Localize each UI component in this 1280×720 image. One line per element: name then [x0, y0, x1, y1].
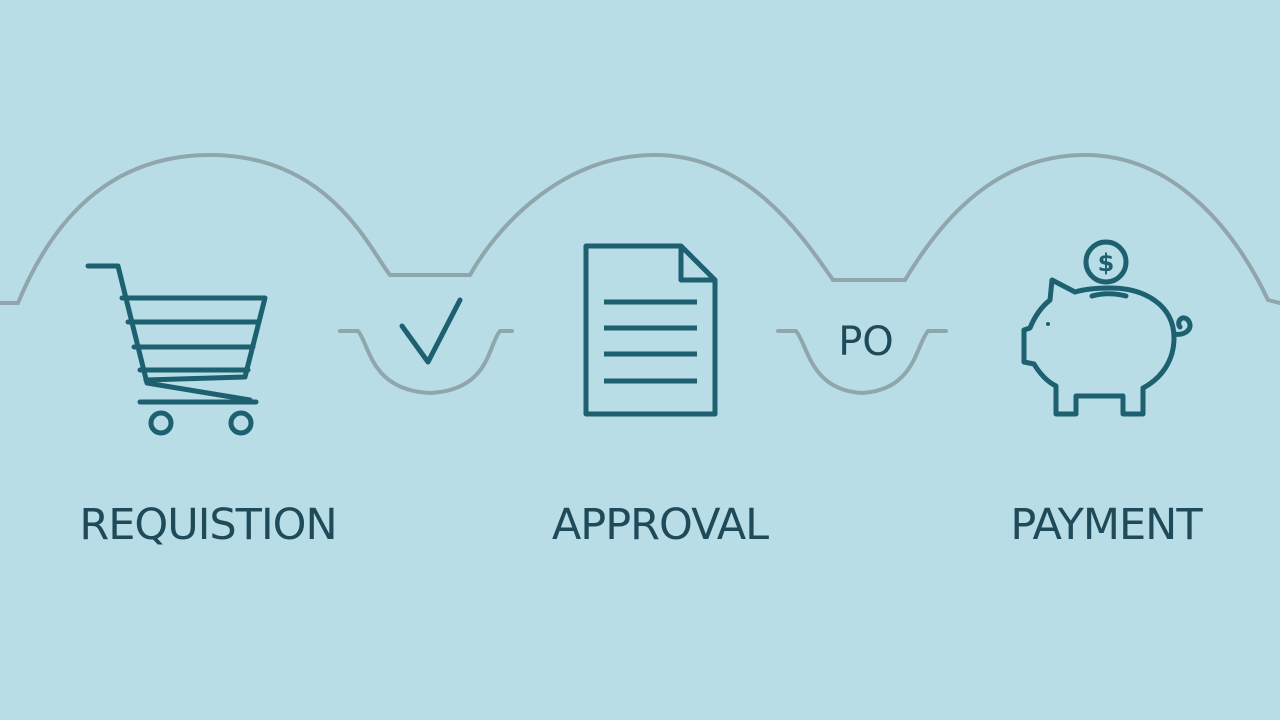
coin-dollar-symbol: $ — [1098, 249, 1115, 277]
piggy-bank-icon — [1021, 277, 1193, 417]
document-icon — [583, 243, 718, 417]
coin-icon: $ — [1083, 239, 1129, 285]
po-label: PO — [838, 319, 894, 365]
step-label-approval: APPROVAL — [551, 500, 769, 550]
po-cup-track — [776, 329, 948, 396]
check-cup-track — [338, 329, 514, 396]
checkmark-icon — [399, 297, 463, 365]
shopping-cart-icon — [85, 263, 268, 436]
upper-track-line — [0, 152, 1280, 305]
step-label-requisition: REQUISTION — [79, 500, 337, 550]
step-label-payment: PAYMENT — [1010, 500, 1202, 550]
